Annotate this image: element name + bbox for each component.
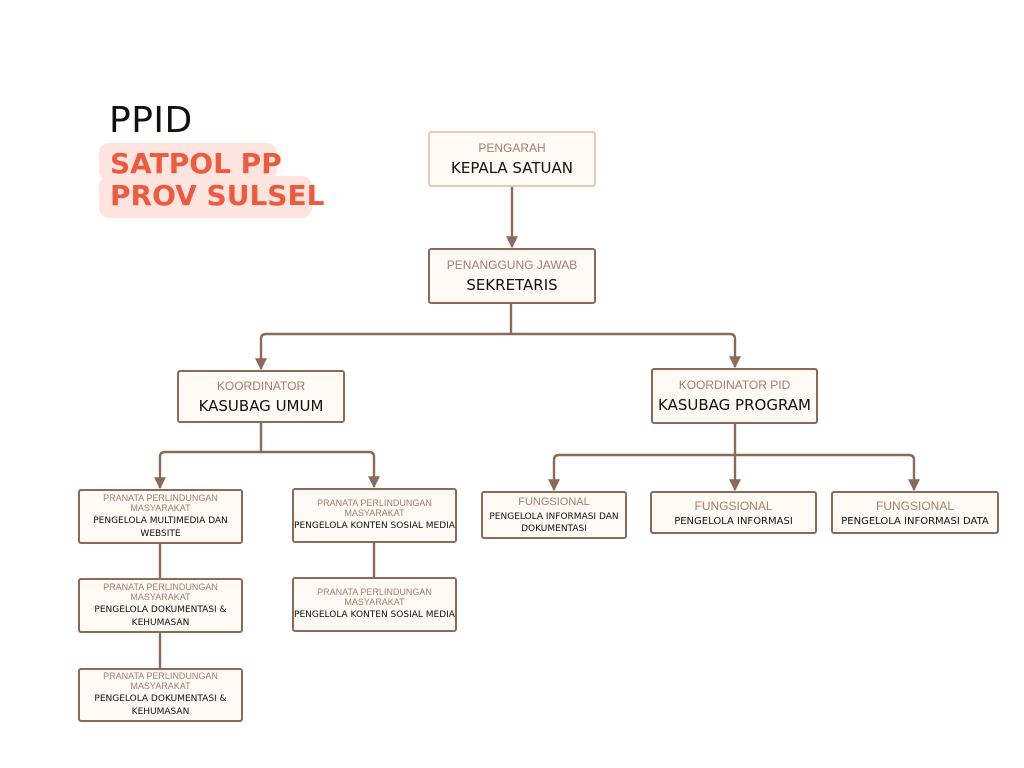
node-name: KASUBAG UMUM <box>198 396 324 415</box>
node-role: PRANATA PERLINDUNGAN MASYARAKAT <box>103 671 218 691</box>
node-umum-4: PRANATA PERLINDUNGAN MASYARAKAT PENGELOL… <box>292 488 457 543</box>
subtitle-line-1: SATPOL PP <box>110 147 282 180</box>
node-pid-1: FUNGSIONAL PENGELOLA INFORMASI DAN DOKUM… <box>481 491 627 539</box>
node-penanggung-jawab: PENANGGUNG JAWAB SEKRETARIS <box>428 248 596 304</box>
node-koordinator-umum: KOORDINATOR KASUBAG UMUM <box>177 370 345 423</box>
node-role: PENANGGUNG JAWAB <box>446 258 578 272</box>
subtitle-line-2: PROV SULSEL <box>110 179 325 212</box>
node-name: SEKRETARIS <box>466 276 558 294</box>
subtitle-highlight-1 <box>99 143 277 181</box>
node-role: KOORDINATOR PID <box>678 378 791 392</box>
node-name: PENGELOLA DOKUMENTASI & KEHUMASAN <box>94 604 227 628</box>
node-pengarah: PENGARAH KEPALA SATUAN <box>428 131 596 187</box>
node-role: FUNGSIONAL <box>694 498 773 513</box>
node-role: PRANATA PERLINDUNGAN MASYARAKAT <box>103 581 218 602</box>
subtitle-highlight-2 <box>99 176 312 218</box>
node-name: KASUBAG PROGRAM <box>658 396 811 414</box>
node-role: PRANATA PERLINDUNGAN MASYARAKAT <box>103 492 218 513</box>
node-name: PENGELOLA MULTIMEDIA DAN WEBSITE <box>93 515 228 539</box>
node-name: PENGELOLA DOKUMENTASI & KEHUMASAN <box>94 694 227 717</box>
node-umum-2: PRANATA PERLINDUNGAN MASYARAKAT PENGELOL… <box>78 578 243 633</box>
node-umum-3: PRANATA PERLINDUNGAN MASYARAKAT PENGELOL… <box>78 668 243 722</box>
page-title: PPID <box>109 100 193 141</box>
node-role: KOORDINATOR <box>216 378 306 393</box>
node-name: PENGELOLA KONTEN SOSIAL MEDIA <box>294 610 455 620</box>
node-name: PENGELOLA INFORMASI DAN DOKUMENTASI <box>489 511 619 534</box>
connector-to-pid-3 <box>735 453 920 492</box>
node-name: PENGELOLA INFORMASI DATA <box>841 515 989 527</box>
connector-to-umum-4 <box>261 450 380 489</box>
node-name: KEPALA SATUAN <box>451 159 573 177</box>
connector-to-kasubag-umum <box>255 332 511 371</box>
node-name: PENGELOLA KONTEN SOSIAL MEDIA <box>294 521 455 531</box>
node-role: FUNGSIONAL <box>875 498 954 513</box>
connector-to-kasubag-program <box>511 332 741 369</box>
node-role: FUNGSIONAL <box>518 495 590 508</box>
node-role: PRANATA PERLINDUNGAN MASYARAKAT <box>317 498 432 518</box>
node-role: PRANATA PERLINDUNGAN MASYARAKAT <box>317 587 432 607</box>
node-umum-5: PRANATA PERLINDUNGAN MASYARAKAT PENGELOL… <box>292 577 457 632</box>
connector-to-pid-1 <box>548 453 735 492</box>
page-subtitle: SATPOL PP PROV SULSEL <box>110 148 324 212</box>
connector-to-umum-1 <box>154 450 261 490</box>
node-pid-2: FUNGSIONAL PENGELOLA INFORMASI <box>650 491 817 534</box>
node-role: PENGARAH <box>478 141 546 155</box>
node-pid-3: FUNGSIONAL PENGELOLA INFORMASI DATA <box>831 491 999 534</box>
node-koordinator-pid: KOORDINATOR PID KASUBAG PROGRAM <box>651 368 818 424</box>
node-name: PENGELOLA INFORMASI <box>674 515 793 527</box>
node-umum-1: PRANATA PERLINDUNGAN MASYARAKAT PENGELOL… <box>78 489 243 544</box>
